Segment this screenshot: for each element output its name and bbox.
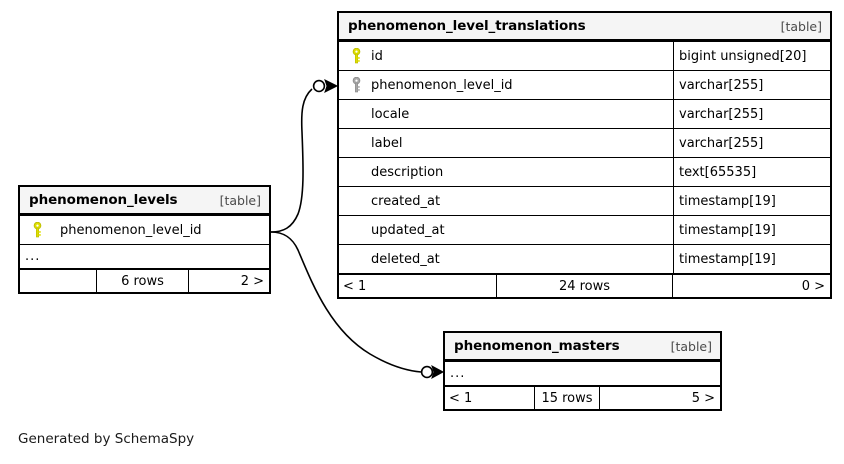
generated-by-credit: Generated by SchemaSpy [18,431,195,447]
table-row[interactable]: label varchar[255] [339,128,830,157]
column-name-cell: id [339,42,673,70]
table-row[interactable]: updated_at timestamp[19] [339,215,830,244]
column-name-cell: phenomenon_level_id [339,71,673,99]
row-count: 15 rows [534,387,600,409]
child-count[interactable]: 5 > [691,390,715,406]
column-type: bigint unsigned[20] [673,42,830,70]
table-footer: 6 rows 2 > [20,268,269,292]
more-columns-indicator[interactable]: ... [445,361,720,385]
crowsfoot-marker-masters [431,364,445,380]
column-type: timestamp[19] [673,216,830,244]
column-name-cell: updated_at [339,216,673,244]
column-name-cell: locale [339,100,673,128]
table-kind-label: [table] [780,18,822,34]
key-icon [26,222,48,238]
parent-count[interactable]: < 1 [343,278,367,294]
row-count: 6 rows [96,270,189,292]
table-node-phenomenon-masters[interactable]: phenomenon_masters [table] ... < 1 15 ro… [443,331,722,411]
column-type: text[65535] [673,158,830,186]
table-header: phenomenon_levels [table] [20,187,269,215]
column-name: description [371,164,444,180]
column-type: varchar[255] [673,71,830,99]
table-title: phenomenon_level_translations [348,18,586,34]
column-name-cell: description [339,158,673,186]
column-name-cell: phenomenon_level_id [20,216,269,244]
column-name: deleted_at [371,251,440,267]
table-row[interactable]: id bigint unsigned[20] [339,41,830,70]
key-icon [345,48,367,64]
table-row[interactable]: deleted_at timestamp[19] [339,244,830,273]
table-title: phenomenon_masters [454,338,620,354]
column-name: phenomenon_level_id [371,77,513,93]
column-name-cell: created_at [339,187,673,215]
parent-count[interactable] [20,270,96,292]
cardinality-zero-marker-translations [312,79,326,93]
column-type: timestamp[19] [673,187,830,215]
table-kind-label: [table] [670,338,712,354]
column-name: label [371,135,403,151]
more-columns-indicator[interactable]: ... [20,244,269,268]
table-title: phenomenon_levels [29,192,178,208]
relationship-line-levels-to-translations [270,88,313,233]
table-footer: < 1 15 rows 5 > [445,385,720,409]
crowsfoot-marker-translations [324,79,339,93]
table-footer: < 1 24 rows 0 > [339,273,830,297]
column-type: varchar[255] [673,129,830,157]
table-node-phenomenon-levels[interactable]: phenomenon_levels [table] phenomenon_lev… [18,185,271,294]
table-row[interactable]: phenomenon_level_id varchar[255] [339,70,830,99]
column-name-cell: deleted_at [339,245,673,273]
table-header: phenomenon_level_translations [table] [339,13,830,41]
column-name: created_at [371,193,441,209]
table-row[interactable]: phenomenon_level_id [20,215,269,244]
table-header: phenomenon_masters [table] [445,333,720,361]
column-type: varchar[255] [673,100,830,128]
column-name: id [371,48,383,64]
cardinality-zero-marker-masters [420,365,434,379]
column-name: phenomenon_level_id [60,222,202,238]
child-count[interactable]: 0 > [801,278,825,294]
column-type: timestamp[19] [673,245,830,273]
parent-count[interactable]: < 1 [449,390,473,406]
table-row[interactable]: locale varchar[255] [339,99,830,128]
column-name: updated_at [371,222,445,238]
table-kind-label: [table] [219,192,261,208]
table-row[interactable]: created_at timestamp[19] [339,186,830,215]
child-count[interactable]: 2 > [240,273,264,289]
column-name-cell: label [339,129,673,157]
key-icon [345,77,367,93]
row-count: 24 rows [496,275,673,297]
table-node-phenomenon-level-translations[interactable]: phenomenon_level_translations [table] id… [337,11,832,299]
column-name: locale [371,106,410,122]
table-row[interactable]: description text[65535] [339,157,830,186]
